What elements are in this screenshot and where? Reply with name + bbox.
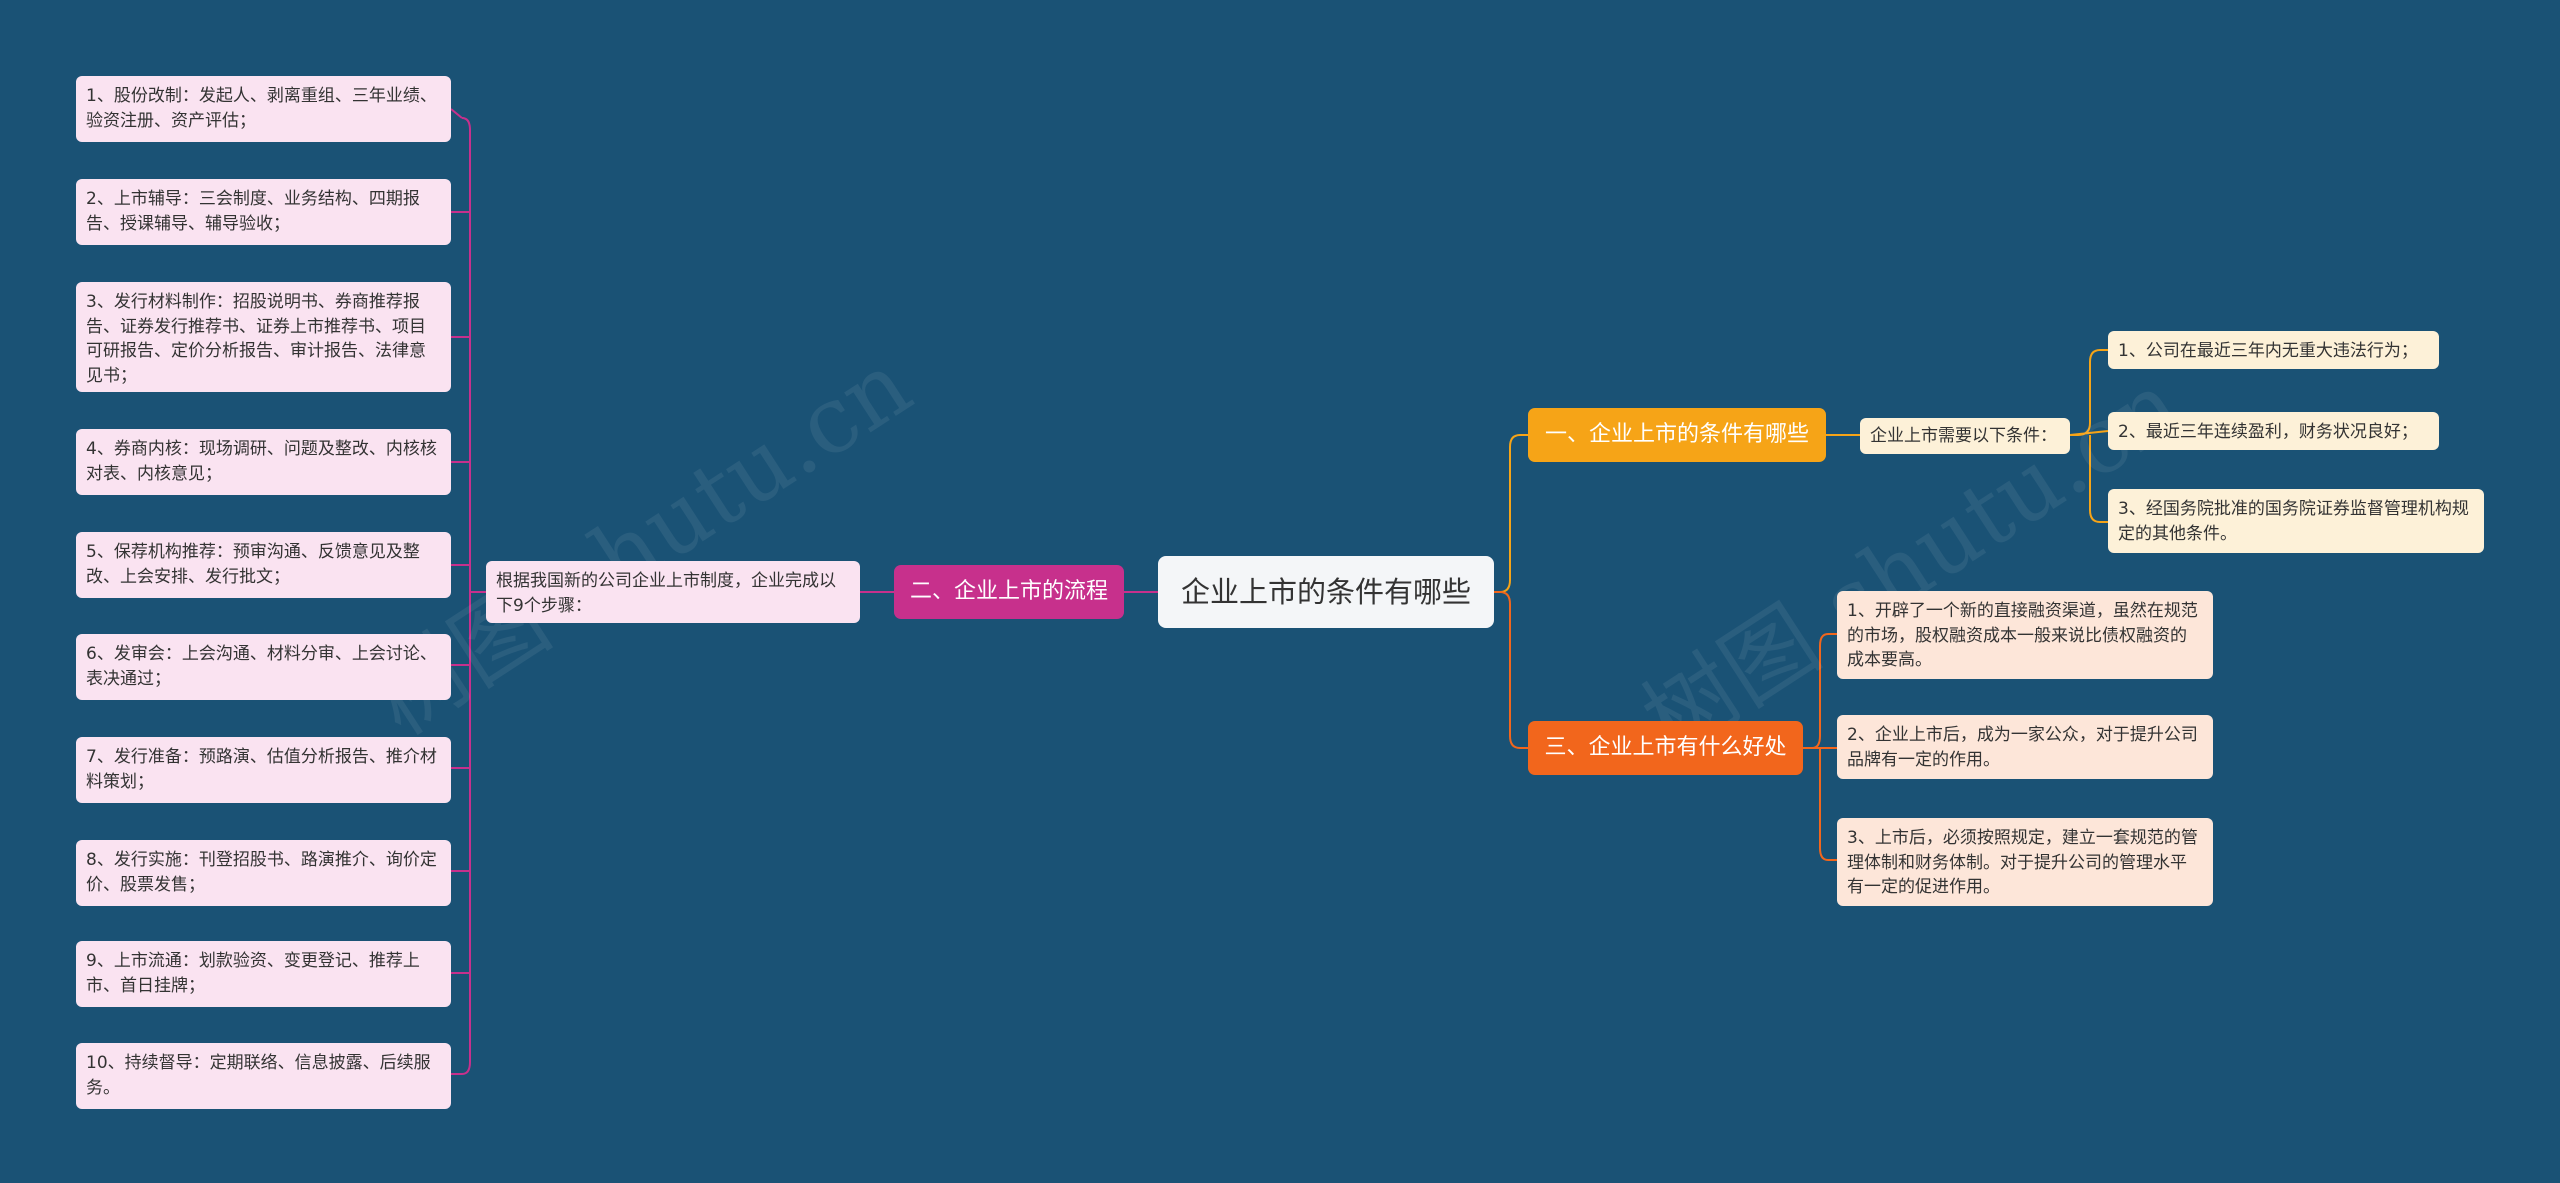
benefit-item-1[interactable]: 1、开辟了一个新的直接融资渠道，虽然在规范的市场，股权融资成本一般来说比债权融资… [1837, 591, 2213, 679]
flow-step-1[interactable]: 1、股份改制：发起人、剥离重组、三年业绩、验资注册、资产评估； [76, 76, 451, 142]
flow-step-6[interactable]: 6、发审会：上会沟通、材料分审、上会讨论、表决通过； [76, 634, 451, 700]
root-node[interactable]: 企业上市的条件有哪些 [1158, 556, 1494, 628]
conditions-spine [2069, 349, 2109, 523]
flow-spine [461, 117, 471, 1075]
flow-step-7[interactable]: 7、发行准备：预路演、估值分析报告、推介材料策划； [76, 737, 451, 803]
link-root-conditions [1494, 434, 1528, 593]
condition-item-3[interactable]: 3、经国务院批准的国务院证券监督管理机构规定的其他条件。 [2108, 489, 2484, 553]
condition-item-2[interactable]: 2、最近三年连续盈利，财务状况良好； [2108, 412, 2439, 450]
flow-step-4[interactable]: 4、券商内核：现场调研、问题及整改、内核核对表、内核意见； [76, 429, 451, 495]
flow-step-9[interactable]: 9、上市流通：划款验资、变更登记、推荐上市、首日挂牌； [76, 941, 451, 1007]
flow-summary-node[interactable]: 根据我国新的公司企业上市制度，企业完成以下9个步骤： [486, 561, 860, 623]
flow-step-5[interactable]: 5、保荐机构推荐：预审沟通、反馈意见及整改、上会安排、发行批文； [76, 532, 451, 598]
flow-step-2[interactable]: 2、上市辅导：三会制度、业务结构、四期报告、授课辅导、辅导验收； [76, 179, 451, 245]
flow-tick-1 [450, 108, 463, 119]
benefit-item-2[interactable]: 2、企业上市后，成为一家公众，对于提升公司品牌有一定的作用。 [1837, 715, 2213, 779]
link-root-benefits [1494, 591, 1528, 749]
condition-item-1[interactable]: 1、公司在最近三年内无重大违法行为； [2108, 331, 2439, 369]
branch-conditions[interactable]: 一、企业上市的条件有哪些 [1528, 408, 1826, 462]
flow-step-10[interactable]: 10、持续督导：定期联络、信息披露、后续服务。 [76, 1043, 451, 1109]
conditions-summary-node[interactable]: 企业上市需要以下条件： [1860, 418, 2070, 454]
benefits-spine [1803, 633, 1837, 861]
branch-benefits[interactable]: 三、企业上市有什么好处 [1528, 721, 1803, 775]
flow-step-8[interactable]: 8、发行实施：刊登招股书、路演推介、询价定价、股票发售； [76, 840, 451, 906]
branch-flow[interactable]: 二、企业上市的流程 [894, 565, 1124, 619]
flow-step-3[interactable]: 3、发行材料制作：招股说明书、券商推荐报告、证券发行推荐书、证券上市推荐书、项目… [76, 282, 451, 392]
benefit-item-3[interactable]: 3、上市后，必须按照规定，建立一套规范的管理体制和财务体制。对于提升公司的管理水… [1837, 818, 2213, 906]
